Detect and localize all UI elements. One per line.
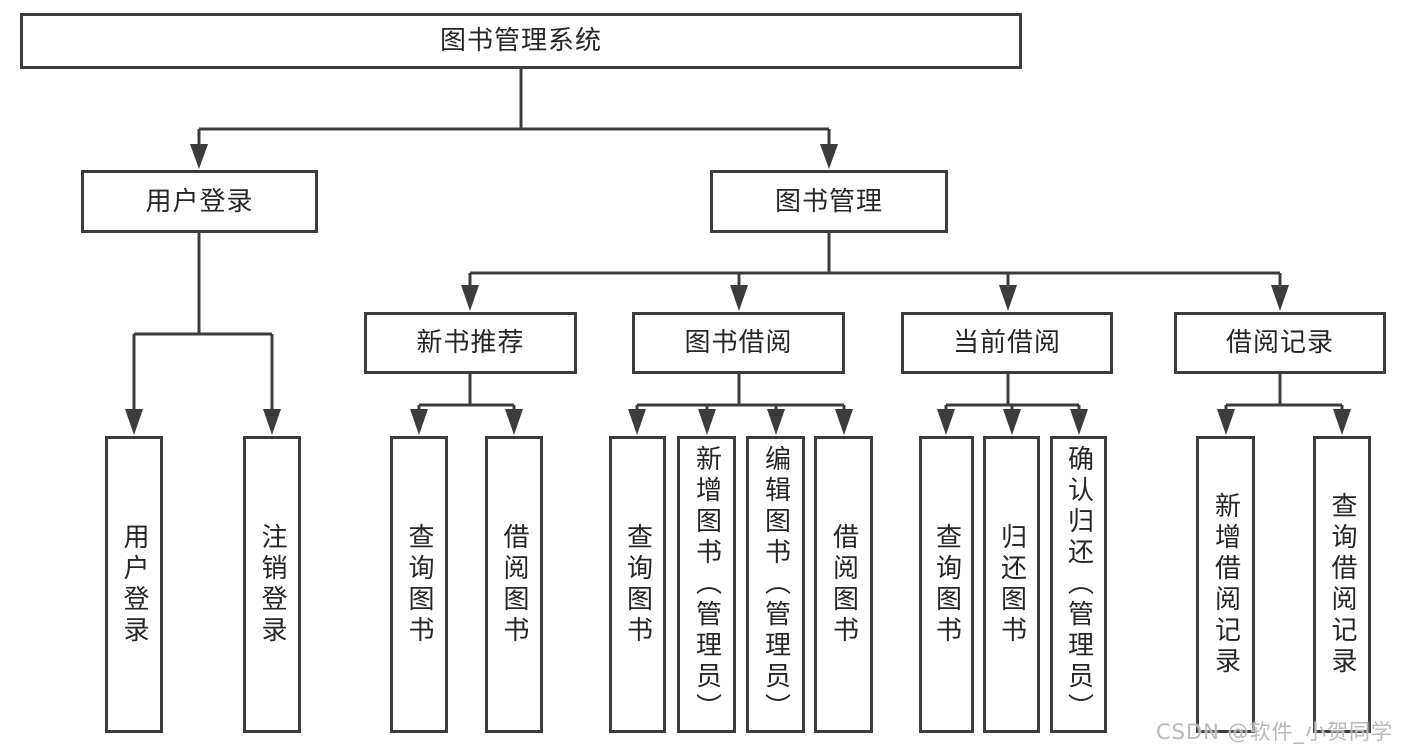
leaf-add-borrow-record-label: 新增借阅记录 — [1210, 491, 1241, 678]
leaf-query-borrow-record-label: 查询借阅记录 — [1327, 491, 1357, 678]
connector-userlogin-to-leaves — [125, 233, 281, 435]
leaf-query-book-current-label: 查询图书 — [931, 522, 962, 647]
leaf-borrow-book-newrec-label: 借阅图书 — [499, 522, 529, 647]
node-borrow-record-label: 借阅记录 — [1225, 328, 1334, 358]
node-new-book-recommend-label: 新书推荐 — [416, 328, 525, 358]
node-book-borrow: 图书借阅 — [632, 312, 845, 374]
connector-newbook-to-leaves — [410, 374, 523, 435]
leaf-add-book-admin: 新增图书（管理员） — [677, 436, 736, 733]
node-book-management-label: 图书管理 — [774, 186, 883, 217]
node-current-borrow: 当前借阅 — [901, 312, 1113, 374]
node-current-borrow-label: 当前借阅 — [952, 328, 1061, 358]
leaf-user-login: 用户登录 — [105, 436, 163, 733]
connector-bookmgmt-to-level3 — [461, 233, 1289, 311]
node-book-management: 图书管理 — [710, 170, 948, 233]
node-borrow-record: 借阅记录 — [1174, 312, 1386, 374]
connector-record-to-leaves — [1217, 374, 1351, 435]
leaf-borrow-book: 借阅图书 — [814, 436, 873, 733]
leaf-logout: 注销登录 — [243, 436, 301, 733]
leaf-logout-label: 注销登录 — [257, 522, 287, 647]
node-root-label: 图书管理系统 — [439, 26, 602, 56]
leaf-confirm-return-admin-label: 确认归还（管理员） — [1063, 445, 1094, 724]
leaf-borrow-book-label: 借阅图书 — [828, 522, 859, 647]
leaf-query-book-borrow-label: 查询图书 — [622, 522, 653, 647]
leaf-query-book-newrec-label: 查询图书 — [404, 522, 434, 647]
leaf-query-borrow-record: 查询借阅记录 — [1313, 436, 1371, 733]
connector-borrow-to-leaves — [628, 374, 853, 435]
leaf-query-book-borrow: 查询图书 — [609, 436, 666, 733]
node-user-login: 用户登录 — [81, 170, 318, 233]
leaf-user-login-label: 用户登录 — [119, 522, 149, 647]
connector-root-to-level2 — [190, 69, 838, 169]
leaf-confirm-return-admin: 确认归还（管理员） — [1050, 436, 1107, 733]
leaf-return-book-label: 归还图书 — [996, 522, 1027, 647]
leaf-return-book: 归还图书 — [983, 436, 1040, 733]
csdn-watermark: CSDN @软件_小贺同学 — [1156, 720, 1394, 744]
node-new-book-recommend: 新书推荐 — [364, 312, 577, 374]
leaf-query-book-newrec: 查询图书 — [390, 436, 448, 733]
leaf-add-borrow-record: 新增借阅记录 — [1196, 436, 1255, 733]
leaf-query-book-current: 查询图书 — [919, 436, 974, 733]
leaf-edit-book-admin-label: 编辑图书（管理员） — [760, 445, 791, 724]
connector-current-to-leaves — [937, 374, 1088, 435]
leaf-add-book-admin-label: 新增图书（管理员） — [691, 445, 722, 724]
node-book-borrow-label: 图书借阅 — [684, 328, 793, 358]
leaf-edit-book-admin: 编辑图书（管理员） — [746, 436, 805, 733]
leaf-borrow-book-newrec: 借阅图书 — [485, 436, 543, 733]
node-root: 图书管理系统 — [20, 13, 1022, 69]
node-user-login-label: 用户登录 — [145, 186, 254, 217]
